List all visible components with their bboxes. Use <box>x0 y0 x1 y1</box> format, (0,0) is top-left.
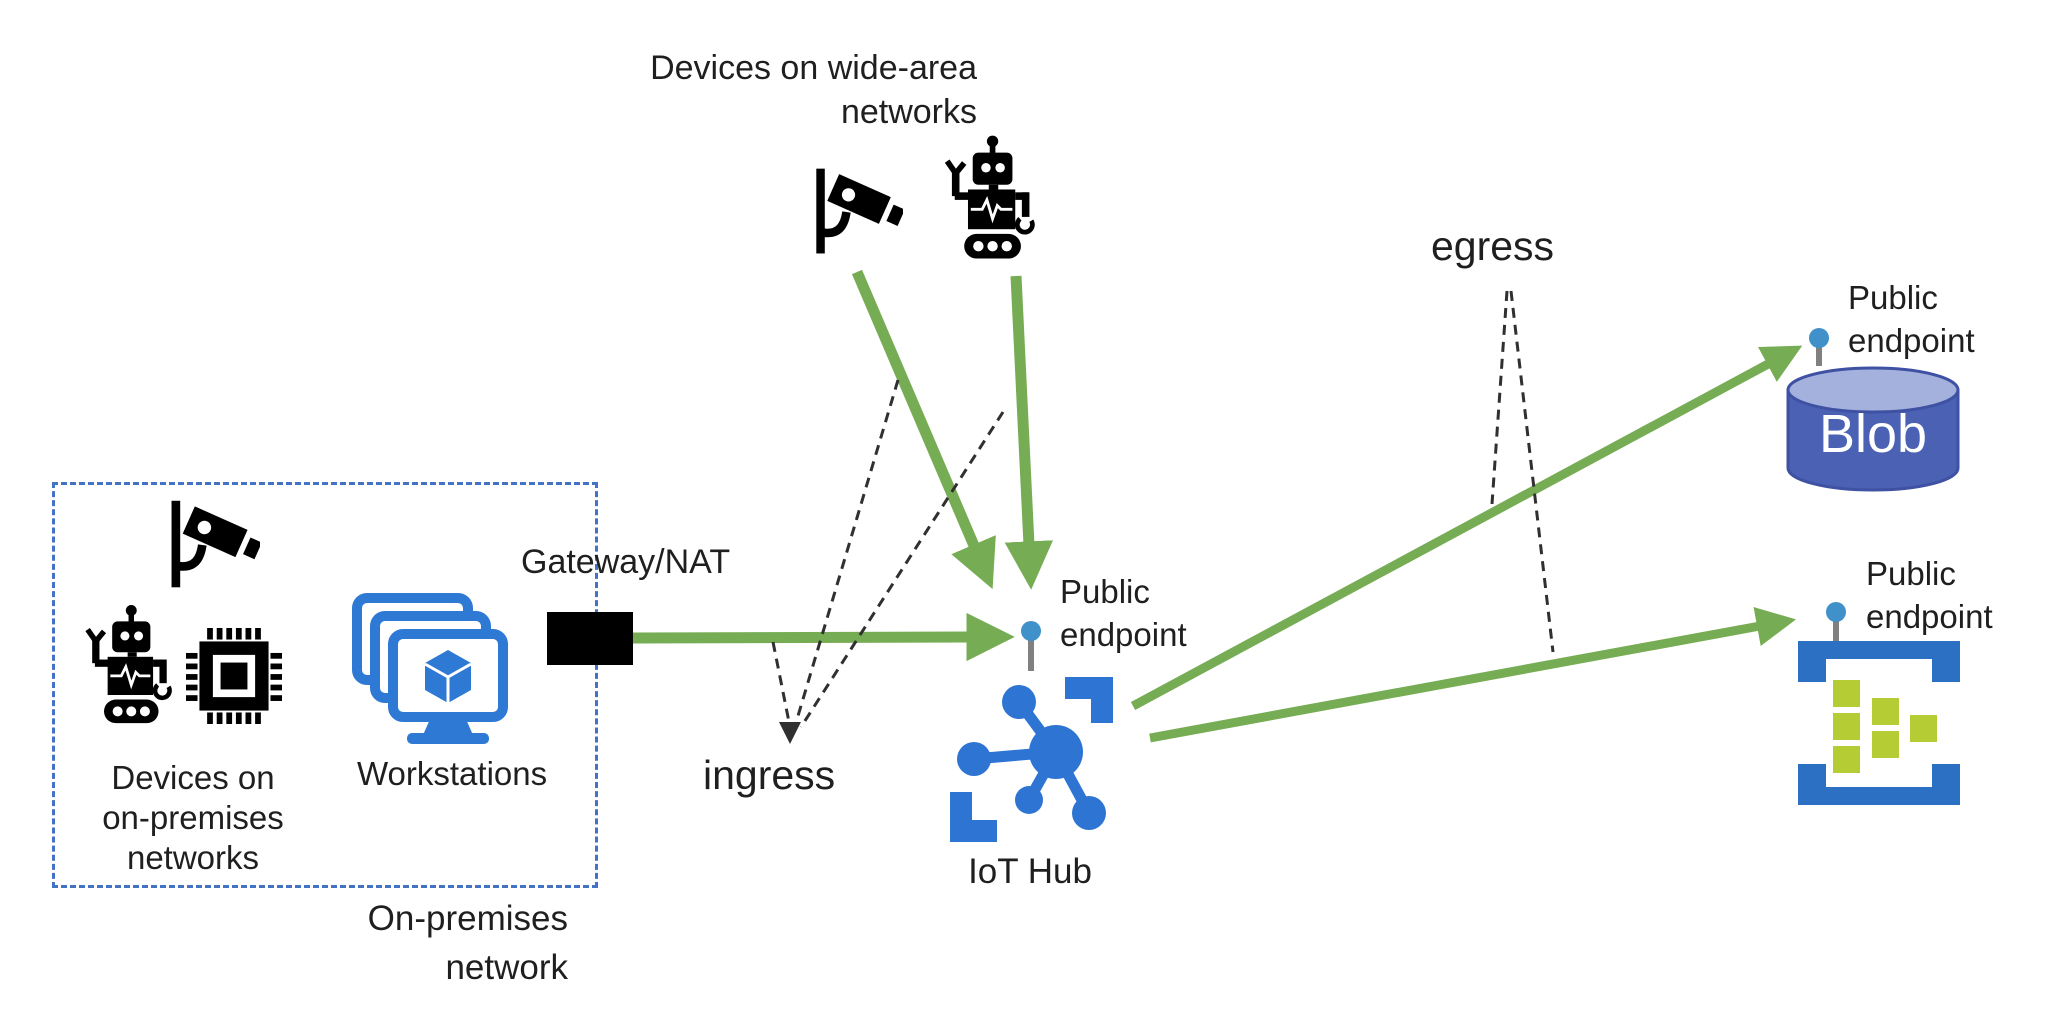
blob-storage-cylinder-icon <box>1786 366 1960 492</box>
public-endpoint-line2: endpoint <box>1060 616 1187 653</box>
blob-label: Blob <box>1818 404 1928 464</box>
eventhub-bracket-bottom <box>1798 764 1960 805</box>
wan-devices-line2: networks <box>840 93 977 131</box>
robot-icon <box>947 136 1032 259</box>
arrow-iothub-to-eventhub <box>1149 607 1797 743</box>
ingress-dash-1 <box>793 379 900 727</box>
endpoint-pin-icon <box>1021 621 1041 671</box>
ingress-dash-3 <box>771 641 791 723</box>
iot-hub-label: IoT Hub <box>968 852 1092 891</box>
public-endpoint-line1: Public <box>1866 555 1956 592</box>
workstations-icon <box>352 593 508 744</box>
arrow-gateway-to-iothub <box>632 612 1015 662</box>
cctv-camera-icon <box>172 501 265 588</box>
on-premises-network-boundary <box>52 482 598 888</box>
event-hubs-icon <box>1798 641 1960 805</box>
public-endpoint-line2: endpoint <box>1848 322 1975 359</box>
ingress-arrows <box>632 269 1053 662</box>
public-endpoint-line1: Public <box>1060 573 1150 610</box>
arrow-wan-robot-to-iothub <box>1004 275 1053 590</box>
onprem-devices-line3: networks <box>126 839 260 876</box>
onprem-network-line2: network <box>445 948 568 987</box>
onprem-devices-line2: on-premises <box>102 799 284 836</box>
arrow-iothub-to-blob <box>1130 345 1803 710</box>
egress-arrows <box>1130 345 1803 743</box>
public-endpoint-label-eventhub: Public endpoint <box>1866 552 1993 638</box>
egress-dashed-lines <box>1490 290 1555 653</box>
onprem-network-label: On-premises network <box>366 894 568 992</box>
workstations-label: Workstations <box>357 755 548 792</box>
eventhub-squares <box>1833 680 1937 773</box>
corner-bracket-bottom-left <box>950 792 997 842</box>
robot-icon <box>88 605 170 723</box>
public-endpoint-line2: endpoint <box>1866 598 1993 635</box>
gateway-nat-box <box>547 612 633 665</box>
public-endpoint-label-iothub: Public endpoint <box>1060 570 1187 656</box>
iot-hub-icon <box>950 677 1113 842</box>
ingress-dash-2 <box>799 411 1005 728</box>
gateway-nat-label: Gateway/NAT <box>521 543 731 581</box>
ingress-dashed-lines <box>771 379 1005 728</box>
public-endpoint-label-blob: Public endpoint <box>1848 276 1975 362</box>
arrow-wan-camera-to-iothub <box>851 269 996 590</box>
egress-label: egress <box>1431 223 1555 269</box>
eventhub-bracket-top <box>1798 641 1960 682</box>
endpoint-pin-icon <box>1809 328 1829 366</box>
corner-bracket-top-right <box>1065 677 1113 723</box>
endpoint-pin-icon <box>1826 602 1846 641</box>
wan-devices-label: Devices on wide-area networks <box>637 46 977 134</box>
ingress-dash-arrowhead <box>779 722 801 744</box>
public-endpoint-line1: Public <box>1848 279 1938 316</box>
egress-dash-2 <box>1509 290 1555 653</box>
onprem-devices-label: Devices on on-premises networks <box>95 758 291 878</box>
ingress-label: ingress <box>703 752 836 798</box>
microchip-icon <box>186 628 282 724</box>
cctv-camera-icon <box>816 169 907 254</box>
egress-dash-1 <box>1490 290 1509 505</box>
onprem-network-line1: On-premises <box>367 899 568 938</box>
wan-devices-line1: Devices on wide-area <box>650 49 977 87</box>
onprem-devices-line1: Devices on <box>111 759 275 796</box>
